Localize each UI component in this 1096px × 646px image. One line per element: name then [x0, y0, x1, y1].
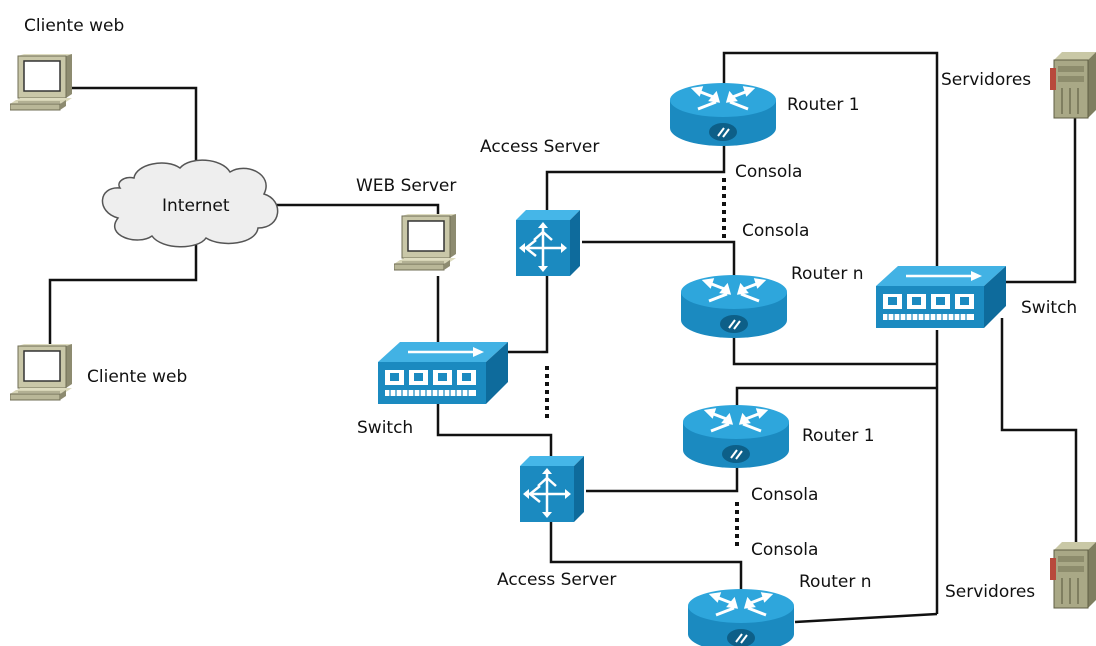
router-icon-n-bottom: [686, 588, 796, 646]
router-icon-1-bottom: [681, 404, 791, 470]
label-switch-right: Switch: [1021, 298, 1078, 318]
link-internet-webserver: [272, 203, 440, 218]
router-icon-1-top: [668, 82, 778, 148]
label-cliente-web-bottom: Cliente web: [87, 367, 188, 387]
label-consola-4: Consola: [751, 540, 819, 560]
link-router1b-switch-right: [735, 386, 937, 408]
label-consola-3: Consola: [751, 485, 819, 505]
switch-icon-left: [378, 342, 508, 404]
label-router-n-top: Router n: [791, 264, 864, 284]
link-routern-switch-right: [732, 336, 937, 366]
label-servidores-top: Servidores: [941, 70, 1032, 90]
pc-icon-client-bottom: [10, 344, 73, 401]
label-access-server-bottom: Access Server: [497, 570, 617, 590]
label-switch-left: Switch: [357, 418, 414, 438]
server-icon-top: [1050, 52, 1096, 119]
link-router1-loop: [722, 51, 939, 272]
link-access-bottom-router1: [586, 462, 739, 493]
link-access-top-routern: [582, 240, 736, 278]
pc-icon-client-top: [10, 54, 73, 111]
pc-icon-web-server: [394, 214, 457, 271]
label-cliente-web-top: Cliente web: [24, 16, 125, 36]
link-switch-access-bottom: [436, 404, 553, 462]
link-internet-client-bottom: [48, 240, 198, 350]
link-switch-servers-top: [1002, 110, 1077, 284]
access-server-icon-top: [516, 210, 582, 276]
link-access-top-router1: [545, 140, 726, 218]
link-access-bottom-routern: [549, 522, 743, 592]
router-icon-n-top: [679, 274, 789, 340]
label-consola-2: Consola: [742, 221, 810, 241]
console-dotted-links: [545, 178, 739, 548]
link-switch-access-top: [506, 272, 549, 354]
label-consola-1: Consola: [735, 162, 803, 182]
link-switch-servers-bottom: [1000, 318, 1078, 548]
label-router-n-bottom: Router n: [799, 572, 872, 592]
access-server-icon-bottom: [520, 456, 586, 522]
connection-lines: [48, 51, 1078, 624]
label-internet: Internet: [162, 196, 230, 216]
link-routernb-switch-right: [794, 612, 938, 624]
cloud-internet: [101, 159, 279, 248]
server-icon-bottom: [1050, 542, 1096, 609]
label-router-1-top: Router 1: [787, 95, 860, 115]
label-servidores-bottom: Servidores: [945, 582, 1036, 602]
label-access-server-top: Access Server: [480, 137, 600, 157]
switch-icon-right: [876, 266, 1006, 328]
label-web-server: WEB Server: [356, 176, 457, 196]
link-client-top-internet: [72, 86, 198, 170]
label-router-1-bottom: Router 1: [802, 426, 875, 446]
